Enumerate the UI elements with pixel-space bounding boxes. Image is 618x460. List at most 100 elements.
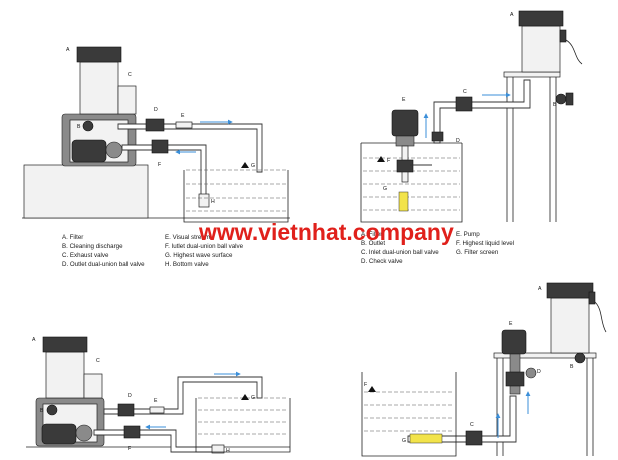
callout-f: F — [128, 446, 131, 452]
callout-c: C — [463, 89, 467, 95]
exhaust-valve — [559, 29, 567, 43]
filter-screen — [398, 191, 409, 212]
legend-2-item: C. Inlet dual-union ball valve — [361, 249, 439, 256]
callout-g: G — [251, 395, 255, 401]
filter-side-box — [83, 373, 103, 399]
callout-g: G — [383, 186, 387, 192]
filter-housing — [550, 297, 590, 354]
exhaust-valve — [588, 291, 596, 305]
pump-motor — [41, 423, 77, 445]
legend-2-item: G. Filter screen — [456, 249, 499, 256]
pump-head — [105, 141, 123, 159]
legend-1-item: F. Iutlet dual-union ball valve — [165, 243, 244, 250]
bottom-valve — [211, 444, 225, 454]
callout-a: A — [66, 47, 70, 53]
callout-e: E — [181, 113, 185, 119]
callout-d: D — [128, 393, 132, 399]
exhaust-hose — [565, 39, 583, 65]
filter-top-cap — [546, 282, 594, 299]
legend-1-item: B. Cleaning discharge — [62, 243, 123, 250]
bottom-valve — [198, 193, 210, 208]
pump-casing — [396, 159, 414, 173]
legend-1-item: A. Filter — [62, 234, 83, 241]
diagram-1-floor-mounted-pump: A B C D E F G H — [22, 46, 290, 223]
filter-housing — [79, 61, 119, 115]
callout-d: D — [154, 107, 158, 113]
filter-top-cap — [42, 336, 88, 353]
callout-b: B — [553, 102, 557, 108]
legend-2-item: B. Outlet — [361, 240, 385, 247]
callout-a: A — [538, 286, 542, 292]
tank-outline — [360, 143, 463, 223]
inlet-pipe — [93, 429, 221, 453]
callout-b: B — [40, 408, 44, 414]
callout-e: E — [402, 97, 406, 103]
inlet-valve — [465, 430, 483, 446]
pump-motor — [501, 329, 527, 355]
callout-e: E — [509, 321, 513, 327]
callout-d: D — [537, 369, 541, 375]
callout-c: C — [128, 72, 132, 78]
filter-screen — [409, 433, 443, 444]
callout-f: F — [158, 162, 161, 168]
outlet-fitting — [574, 352, 586, 364]
callout-h: H — [211, 199, 215, 205]
inlet-valve — [455, 96, 473, 112]
exhaust-hose — [594, 301, 607, 333]
stand-top — [493, 352, 597, 359]
callout-c: C — [96, 358, 100, 364]
pump-motor — [391, 109, 419, 137]
legend-1-item: G. Highest wave surface — [165, 252, 233, 259]
diagram-2-submerged-pump: A B C D E F G — [360, 10, 583, 223]
tank-outline — [195, 398, 291, 453]
legend-2-item: D. Check valve — [361, 258, 403, 265]
callout-h: H — [226, 448, 230, 454]
filter-top-cap — [518, 10, 564, 27]
callout-f: F — [364, 382, 367, 388]
outlet-pipe — [103, 376, 263, 415]
pump-casing — [505, 371, 525, 387]
legend-2-item: A. Filter — [361, 231, 382, 238]
filter-top-cap — [76, 46, 122, 63]
legend-1: A. Filter B. Cleaning discharge C. Exhau… — [62, 234, 244, 268]
legend-2-item: F. Highest liquid level — [456, 240, 514, 247]
legend-1-item: E. Visual stream — [165, 234, 210, 241]
legend-1-item: H. Bottom valve — [165, 261, 209, 268]
outlet-valve — [117, 403, 135, 417]
callout-f: F — [387, 158, 390, 164]
callout-b: B — [77, 124, 81, 130]
diagram-4-side-inlet: A B C D E F G — [361, 282, 607, 457]
callout-d: D — [456, 138, 460, 144]
check-valve — [431, 131, 444, 142]
callout-a: A — [510, 12, 514, 18]
wave-surface-marker — [241, 394, 249, 400]
outlet-pipe — [117, 123, 263, 173]
inlet-valve — [151, 139, 169, 154]
discharge-fitting — [82, 120, 94, 132]
legend-2: A. Filter B. Outlet C. Inlet dual-union … — [361, 231, 514, 265]
outlet-valve — [145, 118, 165, 132]
diagram-3-overhead-inlet: A B C D E F G H — [26, 336, 291, 454]
base-platform — [23, 164, 149, 219]
pump-bracket — [395, 135, 415, 147]
callout-g: G — [402, 438, 406, 444]
wave-surface-marker — [241, 162, 249, 168]
filter-housing — [45, 351, 85, 399]
inlet-valve — [123, 425, 141, 439]
visual-stream-tube — [175, 121, 193, 129]
callout-c: C — [470, 422, 474, 428]
pump-head — [75, 424, 93, 442]
pump-port — [525, 367, 537, 379]
filter-side-box — [117, 85, 137, 115]
pump-motor — [71, 139, 107, 163]
outlet-fitting — [555, 93, 567, 105]
legend-1-item: C. Exhaust valve — [62, 252, 109, 259]
callout-a: A — [32, 337, 36, 343]
tank-outline — [183, 170, 289, 223]
visual-stream-tube — [149, 406, 165, 414]
legend-1-item: D. Outlet dual-union ball valve — [62, 261, 145, 268]
stand-top — [503, 71, 561, 78]
tank-outline — [361, 372, 457, 457]
connecting-pipe — [433, 79, 531, 144]
